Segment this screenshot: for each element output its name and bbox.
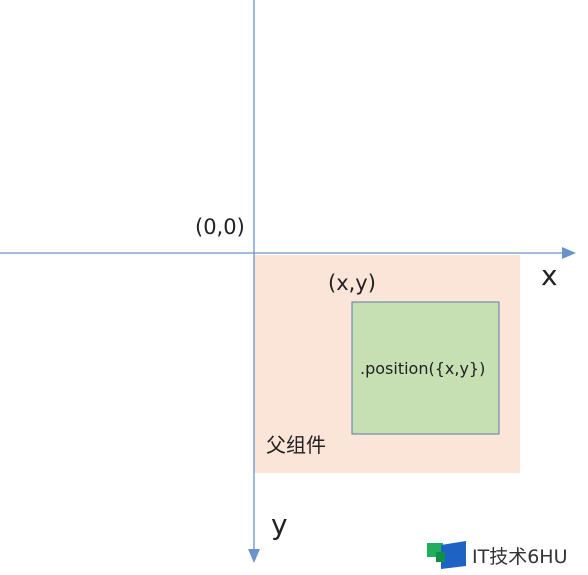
- watermark: IT技术6HU: [427, 541, 568, 569]
- parent-component-label: 父组件: [266, 433, 326, 457]
- child-component-box: [351, 301, 500, 435]
- x-axis-arrow: [562, 247, 576, 259]
- x-axis-label: x: [541, 259, 558, 292]
- point-label: (x,y): [328, 271, 376, 295]
- origin-label: (0,0): [195, 215, 245, 239]
- y-axis-label: y: [271, 508, 288, 541]
- watermark-logo-icon: [427, 541, 466, 569]
- y-axis-arrow: [248, 549, 260, 563]
- child-method-label: .position({x,y}): [360, 359, 485, 378]
- watermark-text: IT技术6HU: [472, 546, 568, 568]
